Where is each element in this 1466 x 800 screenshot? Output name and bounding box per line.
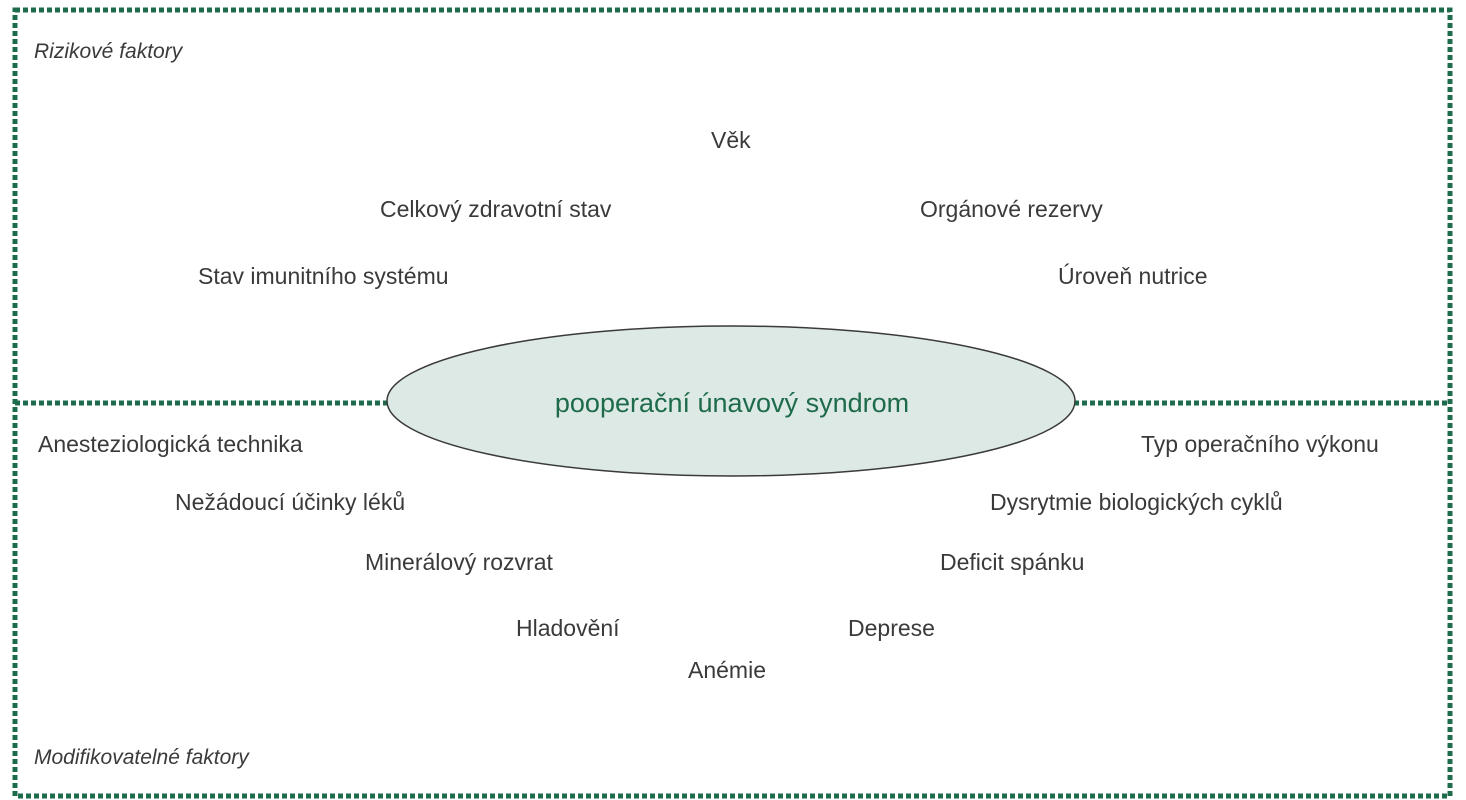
mod-item-mineralovy-rozvrat: Minerálový rozvrat (365, 549, 553, 575)
risk-section-title: Rizikové faktory (34, 40, 183, 63)
mod-item-nezadouci-ucinky-leku: Nežádoucí účinky léků (175, 489, 406, 515)
risk-item-uroven-nutrice: Úroveň nutrice (1058, 263, 1208, 289)
risk-item-organove-rezervy: Orgánové rezervy (920, 196, 1103, 222)
modifiable-section-title: Modifikovatelné faktory (34, 746, 249, 769)
risk-item-celkovy-zdravotni-stav: Celkový zdravotní stav (380, 196, 612, 222)
mod-item-anesteziologicka-technika: Anesteziologická technika (38, 431, 303, 457)
center-label: pooperační únavový syndrom (554, 388, 910, 418)
mod-item-dysrytmie-biologickych-cyklu: Dysrytmie biologických cyklů (990, 489, 1283, 515)
risk-item-vek: Věk (711, 127, 751, 153)
risk-item-stav-imunitniho-systemu: Stav imunitního systému (198, 263, 449, 289)
mod-item-deprese: Deprese (848, 615, 935, 641)
mod-item-hladoveni: Hladovění (516, 615, 620, 641)
mod-item-deficit-spanku: Deficit spánku (940, 549, 1085, 575)
mod-item-anemie: Anémie (688, 657, 766, 683)
central-ellipse (386, 325, 1076, 477)
mod-item-typ-operacniho-vykonu: Typ operačního výkonu (1141, 431, 1379, 457)
